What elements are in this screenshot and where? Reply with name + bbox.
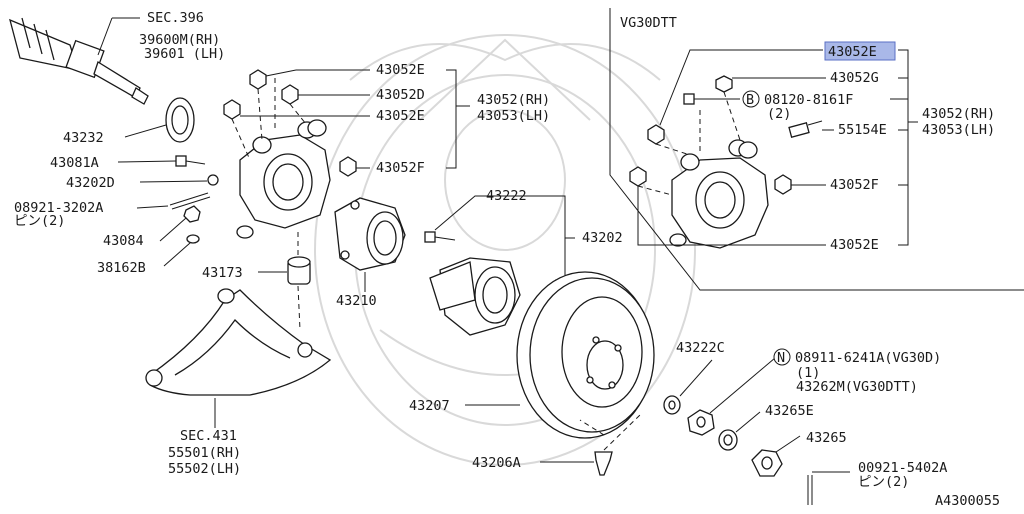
label-39600m: 39600M(RH): [139, 32, 220, 48]
label-39601: 39601 (LH): [144, 46, 225, 62]
label-43222: 43222: [486, 188, 527, 204]
nut[interactable]: [183, 205, 201, 223]
inset-label-qty2: (2): [767, 106, 791, 122]
label-55502: 55502(LH): [168, 461, 241, 477]
inset-bushing-top[interactable]: [647, 124, 665, 145]
label-43052e-2: 43052E: [376, 108, 425, 124]
hub-bearing-housing[interactable]: [334, 197, 406, 271]
spring-washer[interactable]: [186, 234, 200, 244]
label-00921: 00921-5402A: [858, 460, 947, 476]
label-43222c: 43222C: [676, 340, 725, 356]
bushing-43052f[interactable]: [339, 156, 357, 177]
label-43207: 43207: [409, 398, 450, 414]
label-sec396: SEC.396: [147, 10, 204, 26]
inset-label-43052e-top[interactable]: 43052E: [828, 44, 877, 60]
bushing-43052d[interactable]: [281, 84, 299, 105]
inset-label-43052g: 43052G: [830, 70, 879, 86]
label-08911: 08911-6241A(VG30D): [795, 350, 941, 366]
label-43202d: 43202D: [66, 175, 115, 191]
label-pin2-a: ピン(2): [14, 213, 65, 229]
label-43173: 43173: [202, 265, 243, 281]
label-qty1: (1): [796, 365, 820, 381]
label-sec431: SEC.431: [180, 428, 237, 444]
inset-sensor[interactable]: [788, 120, 823, 138]
label-pin2-b: ピン(2): [858, 474, 909, 490]
inset-label-43052f: 43052F: [830, 177, 879, 193]
label-08921-3202a: 08921-3202A: [14, 200, 103, 216]
cotter-pin-rear[interactable]: [807, 475, 813, 505]
bushing-43173[interactable]: [287, 256, 311, 285]
hub-lock-nut[interactable]: [687, 409, 715, 436]
bolt[interactable]: [175, 155, 206, 167]
bushing-43052e-mid[interactable]: [223, 99, 241, 120]
label-43053lh: 43053(LH): [477, 108, 550, 124]
label-43262m: 43262M(VG30DTT): [796, 379, 918, 395]
inset-label-55154e: 55154E: [838, 122, 887, 138]
brake-disc[interactable]: [516, 271, 655, 439]
label-43265: 43265: [806, 430, 847, 446]
disc-screw[interactable]: [594, 451, 613, 476]
label-43052e-1: 43052E: [376, 62, 425, 78]
inset-axle-housing[interactable]: [669, 139, 769, 249]
label-43232: 43232: [63, 130, 104, 146]
label-43052f: 43052F: [376, 160, 425, 176]
label-43265e: 43265E: [765, 403, 814, 419]
inset-title: VG30DTT: [620, 15, 677, 31]
inset-bushing-f[interactable]: [774, 174, 792, 195]
n-circle-text: N: [777, 350, 785, 366]
label-43052d: 43052D: [376, 87, 425, 103]
wheel-hub[interactable]: [429, 257, 521, 336]
drive-shaft[interactable]: [9, 17, 149, 105]
n-circle-badge: N: [773, 348, 791, 366]
axle-housing[interactable]: [236, 119, 331, 239]
label-55501: 55501(RH): [168, 445, 241, 461]
inset-label-08120: 08120-8161F: [764, 92, 853, 108]
b-circle-text: B: [746, 92, 754, 108]
castle-nut[interactable]: [751, 449, 783, 477]
cotter-pin[interactable]: [169, 192, 211, 210]
label-43202: 43202: [582, 230, 623, 246]
lower-arm[interactable]: [145, 288, 332, 396]
bushing-43052e-top[interactable]: [249, 69, 267, 90]
label-43210: 43210: [336, 293, 377, 309]
vg30dtt-inset-frame: [609, 8, 1024, 291]
watermark-emblem: [314, 34, 696, 466]
inset-bolt[interactable]: [683, 93, 712, 105]
label-38162b: 38162B: [97, 260, 146, 276]
label-43084: 43084: [103, 233, 144, 249]
b-circle-badge: B: [742, 90, 760, 108]
inset-label-43052e-bot: 43052E: [830, 237, 879, 253]
label-43081a: 43081A: [50, 155, 99, 171]
inset-label-43053lh: 43053(LH): [922, 122, 995, 138]
diagram-code: A4300055: [935, 493, 1000, 509]
hub-bolt[interactable]: [424, 231, 456, 243]
inset-bushing-left[interactable]: [629, 166, 647, 187]
lock-washer[interactable]: [718, 429, 738, 451]
hub-washer[interactable]: [663, 395, 681, 415]
inset-label-43052rh: 43052(RH): [922, 106, 995, 122]
label-43052rh: 43052(RH): [477, 92, 550, 108]
label-43206a: 43206A: [472, 455, 521, 471]
washer[interactable]: [207, 174, 219, 186]
oil-seal[interactable]: [165, 97, 195, 143]
highlight-43052e: [824, 41, 896, 61]
inset-bushing-g[interactable]: [715, 75, 733, 93]
